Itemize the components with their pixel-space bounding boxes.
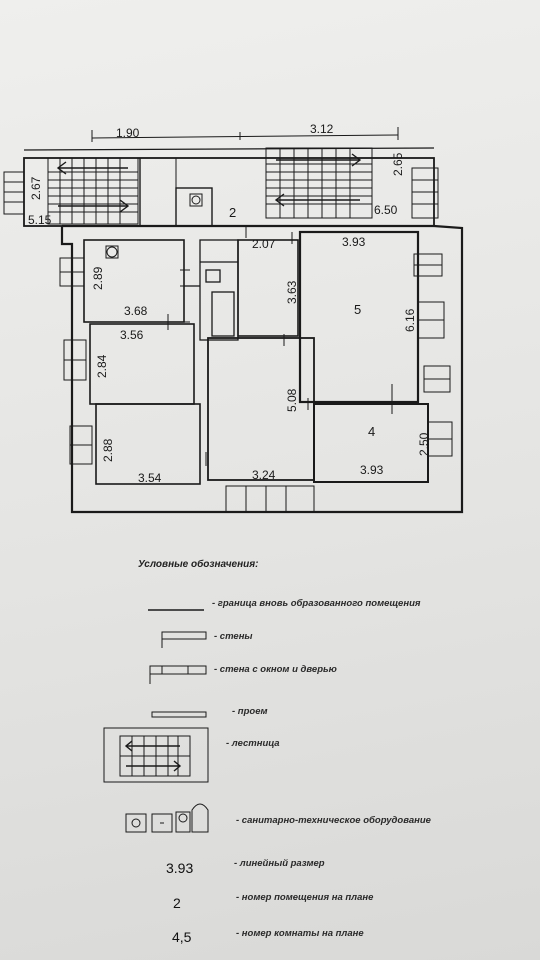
room-5-outline: [298, 230, 420, 404]
left-outside-stub: [3, 171, 25, 215]
small-room-363: [237, 239, 299, 337]
dim-3-24: 3.24: [252, 468, 276, 482]
dim-3-54: 3.54: [138, 471, 162, 485]
bathroom: [184, 239, 239, 341]
flat-outline: [60, 224, 464, 514]
legend-title: Условные обозначения:: [138, 558, 258, 570]
legend-boundary: - граница вновь образованного помещения: [212, 598, 421, 609]
room-number-4: 4: [368, 424, 375, 439]
top-dim-left: 1.90: [116, 126, 140, 140]
room-numbers: 2 4 5: [229, 205, 375, 439]
dim-5-15: 5.15: [28, 213, 52, 227]
legend-opening-sample: [151, 711, 207, 718]
legend-sanitary-sample: [125, 803, 209, 833]
legend-linear-sample: 3.93: [166, 860, 193, 876]
dim-3-93-bottom: 3.93: [360, 463, 384, 477]
legend-walls-sample: [161, 631, 207, 648]
right-outside-stub: [411, 167, 439, 219]
dim-6-16: 6.16: [403, 308, 417, 332]
dim-2-88: 2.88: [101, 438, 115, 462]
dim-2-67: 2.67: [29, 176, 43, 200]
dim-3-63: 3.63: [285, 280, 299, 304]
dim-3-68: 3.68: [124, 304, 148, 318]
legend-stairs: - лестница: [226, 738, 280, 749]
legend-wall-window-door: - стена с окном и дверью: [214, 664, 337, 675]
right-windows: [413, 253, 453, 457]
dim-2-07: 2.07: [252, 237, 276, 251]
bottom-entrance: [225, 485, 315, 513]
corridor-wc: [175, 187, 213, 227]
dim-6-50: 6.50: [374, 203, 398, 217]
left-rooms: [83, 239, 201, 485]
legend-room-number: - номер помещения на плане: [236, 892, 374, 903]
legend-opening: - проем: [232, 706, 268, 717]
top-dimension-line: [91, 127, 399, 142]
legend-walls: - стены: [214, 631, 253, 642]
room-number-2: 2: [229, 205, 236, 220]
legend-linear: - линейный размер: [234, 858, 325, 869]
top-dim-right: 3.12: [310, 122, 334, 136]
legend: Условные обозначения: - граница вновь об…: [103, 558, 432, 945]
dim-2-89: 2.89: [91, 266, 105, 290]
floor-plan: [3, 127, 464, 514]
legend-sanitary: - санитарно-техническое оборудование: [236, 815, 432, 826]
dim-2-84: 2.84: [95, 354, 109, 378]
legend-window-door-sample: [149, 665, 207, 684]
room-number-5: 5: [354, 302, 361, 317]
left-staircase: [47, 157, 139, 225]
legend-room-number-sample: 2: [173, 895, 181, 911]
right-staircase: [265, 147, 373, 219]
dimension-labels: 1.90 3.12 2.67 5.15 2.65 6.50 2.07 3.93 …: [28, 122, 431, 485]
dim-2-50: 2.50: [417, 432, 431, 456]
legend-room-of-flat-sample: 4,5: [172, 929, 192, 945]
room-4-outline: [313, 403, 429, 483]
dim-3-56: 3.56: [120, 328, 144, 342]
dim-5-08: 5.08: [285, 388, 299, 412]
tick-marks: [167, 226, 309, 466]
legend-room-of-flat: - номер комнаты на плане: [236, 928, 364, 939]
legend-stairs-sample: [103, 727, 209, 783]
dim-2-65: 2.65: [391, 152, 405, 176]
dim-3-93-top: 3.93: [342, 235, 366, 249]
left-windows: [59, 257, 93, 465]
